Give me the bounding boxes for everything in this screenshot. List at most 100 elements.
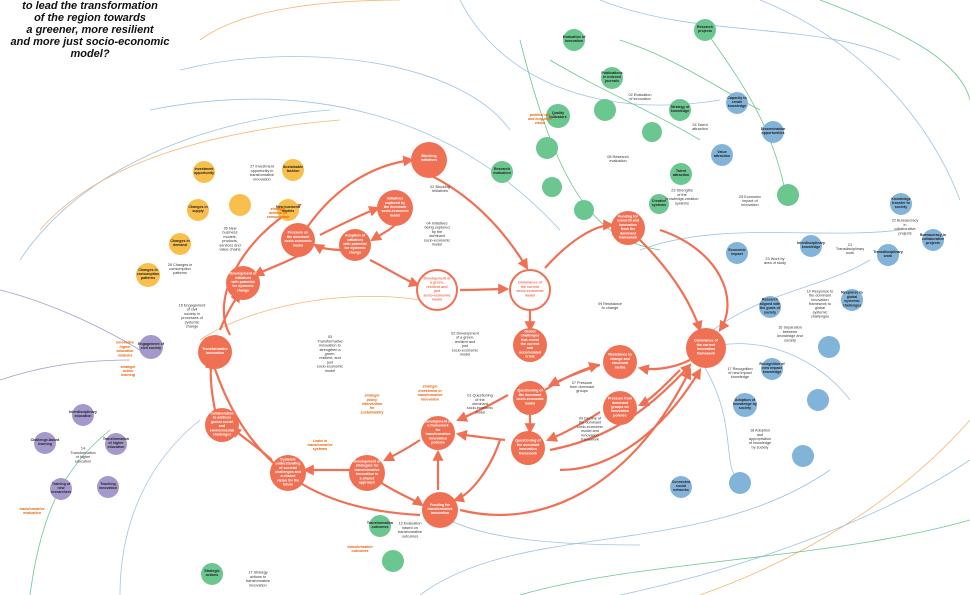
node-green[interactable]	[594, 99, 616, 121]
edge	[637, 359, 691, 376]
connector	[639, 229, 901, 251]
connector	[599, 0, 901, 61]
node-blue[interactable]	[729, 472, 751, 494]
edge	[659, 228, 730, 332]
edge	[369, 259, 421, 287]
node-blue[interactable]	[792, 445, 814, 467]
node-blue[interactable]	[818, 336, 840, 358]
node-green[interactable]	[542, 177, 562, 197]
connector	[699, 419, 970, 595]
node-green[interactable]	[777, 184, 799, 206]
title-line: and more just socio-economic	[10, 36, 170, 48]
connector	[179, 56, 511, 131]
node-green[interactable]	[574, 200, 594, 220]
node-yellow[interactable]	[229, 194, 251, 216]
title-line: a greener, more resilient	[26, 24, 154, 36]
title-line: model?	[70, 48, 110, 60]
node-green[interactable]	[536, 137, 558, 159]
connector	[459, 0, 721, 106]
node-blue[interactable]	[807, 389, 829, 411]
connector	[149, 98, 561, 231]
node-green[interactable]	[642, 122, 662, 142]
node-green[interactable]	[382, 550, 404, 572]
